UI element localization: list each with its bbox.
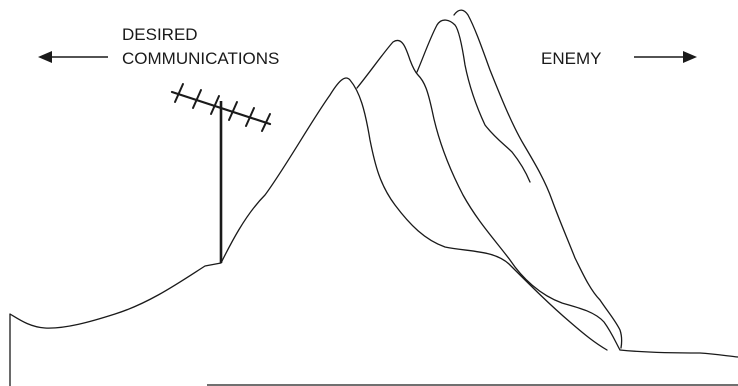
mountain-terrain <box>9 9 738 358</box>
antenna-icon <box>170 83 272 263</box>
far-ridge <box>453 9 623 349</box>
enemy-label-group: ENEMY <box>541 49 697 68</box>
antenna-elements <box>174 83 271 132</box>
background-ridge <box>416 19 531 183</box>
enemy-label: ENEMY <box>541 49 601 68</box>
arrow-right-icon <box>634 51 697 63</box>
arrow-left-icon <box>38 51 108 63</box>
desired-label: DESIRED <box>122 25 198 44</box>
middle-ridge <box>356 39 738 358</box>
foreground-ridge <box>9 77 608 351</box>
communications-label: COMMUNICATIONS <box>122 49 279 68</box>
ground-frame <box>9 314 738 386</box>
antenna-boom <box>170 90 272 126</box>
desired-communications-label-group: DESIRED COMMUNICATIONS <box>38 25 279 68</box>
